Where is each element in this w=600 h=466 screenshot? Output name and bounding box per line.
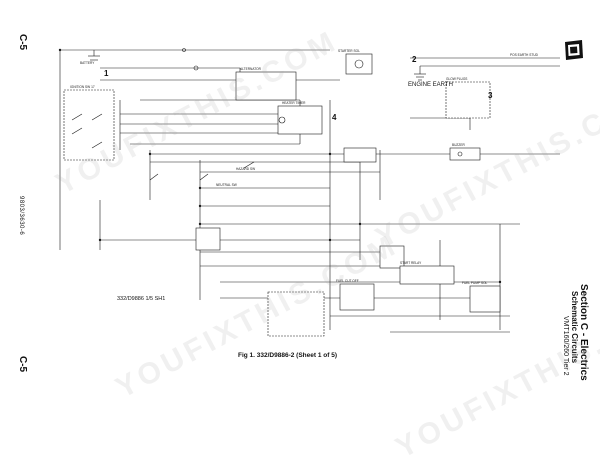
label-glow-plugs: GLOW PLUGS	[446, 77, 467, 81]
callout-1: 1	[104, 69, 109, 78]
brand-logo	[565, 40, 583, 60]
label-battery: BATTERY	[80, 61, 95, 65]
label-buzzer: BUZZER	[452, 143, 465, 147]
sheet-label: 332/D9886 1/5 SH1	[117, 296, 166, 302]
callout-3: 3	[488, 91, 493, 100]
label-fuel-pump-sol: FUEL PUMP SOL	[462, 281, 488, 285]
earth-symbol	[414, 66, 426, 81]
callout-4: 4	[332, 113, 337, 122]
label-start-relay: START RELAY	[400, 261, 422, 265]
label-neutral-sw: NEUTRAL SW	[216, 183, 237, 187]
label-heater-timer: HEATER TIMER	[282, 101, 306, 105]
callout-2: 2	[412, 55, 417, 64]
label-pos-earth-stud: POS EARTH STUD	[510, 53, 539, 57]
label-alternator: ALTERNATOR	[240, 67, 262, 71]
circuit-diagram	[58, 48, 560, 337]
label-engine-earth: ENGINE EARTH	[408, 82, 453, 88]
diagram-labels: BATTERY IGNITION SW 17 STARTER SOL ALTER…	[70, 49, 539, 285]
schematic-page: C-5 9803/3630-6 C-5 Section C - Electric…	[17, 24, 600, 465]
figure-caption: Fig 1. 332/D9886-2 (Sheet 1 of 5)	[238, 352, 337, 359]
label-hazard-sw: HAZARD SW	[236, 167, 255, 171]
label-starter-sol: STARTER SOL	[338, 49, 360, 53]
label-ignition-sw: IGNITION SW 17	[70, 85, 95, 89]
label-fuel-cut-off: FUEL CUT OFF	[336, 279, 359, 283]
